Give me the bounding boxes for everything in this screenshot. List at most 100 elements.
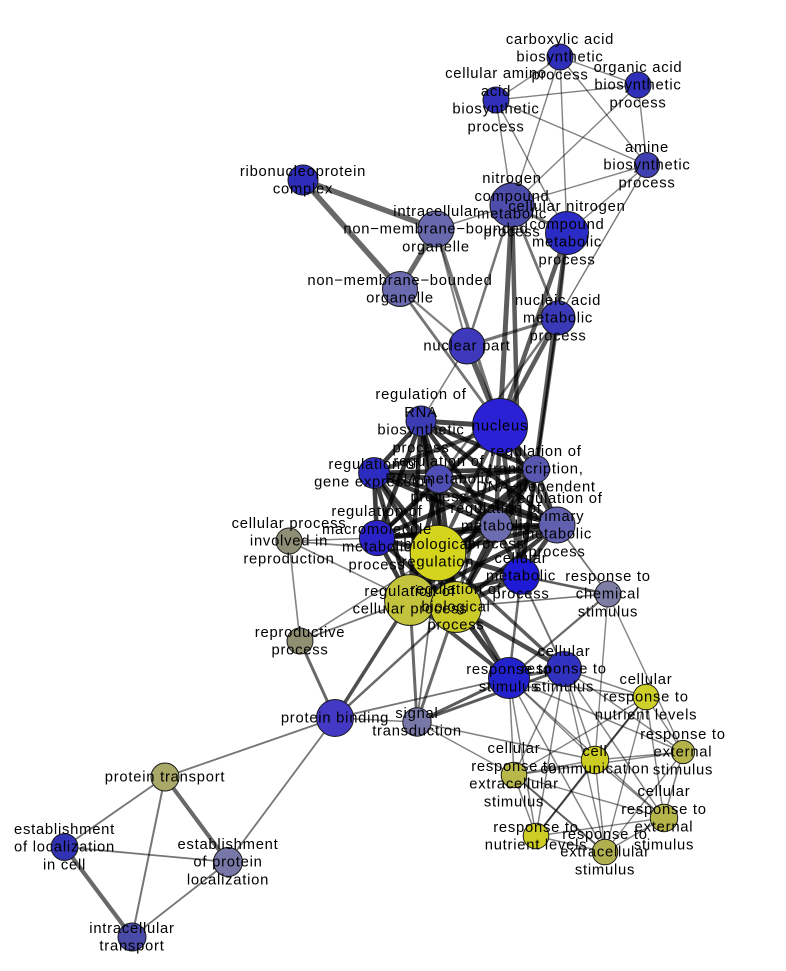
- svg-text:response to: response to: [640, 727, 726, 743]
- svg-text:cellular: cellular: [620, 672, 673, 688]
- svg-text:stimulus: stimulus: [634, 837, 694, 853]
- svg-text:RNA: RNA: [404, 405, 438, 421]
- svg-text:response to: response to: [621, 802, 707, 818]
- svg-text:cellular nitrogen: cellular nitrogen: [508, 199, 625, 215]
- svg-text:regulation of: regulation of: [364, 584, 455, 600]
- svg-text:primary: primary: [530, 509, 585, 525]
- svg-text:transport: transport: [99, 939, 164, 955]
- svg-text:reproduction: reproduction: [243, 552, 334, 568]
- svg-text:regulation of: regulation of: [450, 501, 541, 517]
- svg-text:organelle: organelle: [366, 291, 434, 307]
- svg-text:regulation: regulation: [402, 555, 475, 571]
- svg-text:process: process: [528, 544, 585, 560]
- svg-text:metabolic: metabolic: [486, 569, 556, 585]
- svg-text:localization: localization: [187, 873, 269, 889]
- svg-text:biological: biological: [403, 537, 472, 553]
- svg-text:nutrient levels: nutrient levels: [485, 838, 588, 854]
- svg-text:external: external: [654, 745, 713, 761]
- svg-text:regulation of: regulation of: [328, 457, 419, 473]
- svg-text:regulation of: regulation of: [511, 491, 602, 507]
- svg-text:response to: response to: [565, 569, 651, 585]
- svg-text:process: process: [618, 176, 675, 192]
- svg-text:regulation of: regulation of: [410, 582, 501, 598]
- svg-text:metabolic: metabolic: [477, 207, 547, 223]
- svg-text:non−membrane−bounded: non−membrane−bounded: [343, 222, 528, 238]
- svg-text:of protein: of protein: [193, 855, 262, 871]
- svg-text:organic acid: organic acid: [594, 60, 683, 76]
- svg-text:response to: response to: [562, 827, 648, 843]
- svg-text:cellular process: cellular process: [232, 516, 347, 532]
- svg-text:nucleic acid: nucleic acid: [515, 293, 601, 309]
- svg-text:metabolic: metabolic: [532, 235, 602, 251]
- svg-text:stimulus: stimulus: [534, 680, 594, 696]
- svg-text:nutrient levels: nutrient levels: [595, 708, 698, 724]
- svg-text:metabolic: metabolic: [342, 540, 412, 556]
- svg-text:macromolecule: macromolecule: [322, 522, 432, 538]
- svg-text:biological: biological: [421, 600, 490, 616]
- svg-text:stimulus: stimulus: [479, 680, 539, 696]
- svg-text:biosynthetic: biosynthetic: [377, 423, 464, 439]
- svg-text:metabolic: metabolic: [523, 311, 593, 327]
- svg-text:carboxylic acid: carboxylic acid: [506, 32, 614, 48]
- svg-text:biosynthetic: biosynthetic: [603, 158, 690, 174]
- svg-text:nuclear part: nuclear part: [423, 339, 510, 355]
- svg-text:extracellular: extracellular: [469, 777, 559, 793]
- svg-text:process: process: [538, 252, 595, 268]
- svg-text:gene expression: gene expression: [314, 475, 434, 491]
- svg-text:in cell: in cell: [43, 858, 86, 874]
- svg-text:protein binding: protein binding: [281, 711, 389, 727]
- svg-text:cellular: cellular: [638, 784, 691, 800]
- svg-text:establishment: establishment: [177, 837, 278, 853]
- svg-text:metabolic: metabolic: [522, 527, 592, 543]
- svg-text:transcription,: transcription,: [488, 462, 583, 478]
- svg-text:process: process: [531, 68, 588, 84]
- svg-text:intracellular: intracellular: [89, 921, 174, 937]
- svg-text:process: process: [492, 587, 549, 603]
- svg-text:intracellular: intracellular: [393, 204, 478, 220]
- svg-text:compound: compound: [529, 217, 604, 233]
- svg-text:biosynthetic: biosynthetic: [594, 78, 681, 94]
- svg-text:stimulus: stimulus: [484, 794, 544, 810]
- svg-text:process: process: [410, 490, 467, 506]
- svg-text:involved in: involved in: [250, 534, 328, 550]
- svg-text:complex: complex: [273, 182, 333, 198]
- svg-text:process: process: [271, 643, 328, 659]
- svg-text:cellular amino: cellular amino: [445, 66, 547, 82]
- svg-text:process: process: [392, 440, 449, 456]
- svg-text:reproductive: reproductive: [255, 625, 345, 641]
- svg-text:establishment: establishment: [14, 822, 115, 838]
- svg-text:transduction: transduction: [372, 724, 462, 740]
- svg-text:process: process: [609, 96, 666, 112]
- svg-text:stimulus: stimulus: [575, 863, 635, 879]
- svg-text:stimulus: stimulus: [578, 605, 638, 621]
- svg-text:organelle: organelle: [402, 240, 470, 256]
- svg-text:DNA−dependent: DNA−dependent: [476, 480, 596, 496]
- svg-text:response to: response to: [521, 662, 607, 678]
- svg-text:process: process: [483, 224, 540, 240]
- svg-text:ribonucleoprotein: ribonucleoprotein: [240, 164, 366, 180]
- svg-text:biosynthetic: biosynthetic: [452, 102, 539, 118]
- svg-text:process: process: [467, 537, 524, 553]
- svg-text:nucleus: nucleus: [472, 419, 528, 435]
- svg-text:compound: compound: [474, 189, 549, 205]
- svg-text:cellular: cellular: [495, 551, 548, 567]
- svg-text:response to: response to: [493, 820, 579, 836]
- svg-text:non−membrane−bounded: non−membrane−bounded: [307, 273, 492, 289]
- svg-text:signal: signal: [395, 706, 438, 722]
- svg-text:external: external: [635, 820, 694, 836]
- svg-text:process: process: [427, 618, 484, 634]
- svg-text:stimulus: stimulus: [653, 763, 713, 779]
- svg-text:metabolic: metabolic: [461, 519, 531, 535]
- svg-text:response to: response to: [466, 662, 552, 678]
- svg-text:regulation of: regulation of: [375, 387, 466, 403]
- svg-text:cellular: cellular: [488, 741, 541, 757]
- svg-text:nitrogen: nitrogen: [482, 171, 541, 187]
- svg-text:communication: communication: [540, 762, 649, 778]
- svg-text:cellular: cellular: [538, 644, 591, 660]
- svg-text:cell: cell: [582, 744, 607, 760]
- svg-text:amine: amine: [625, 140, 669, 156]
- svg-text:process: process: [529, 329, 586, 345]
- svg-text:regulation of: regulation of: [393, 454, 484, 470]
- svg-text:biosynthetic: biosynthetic: [516, 50, 603, 66]
- svg-text:of localization: of localization: [14, 840, 115, 856]
